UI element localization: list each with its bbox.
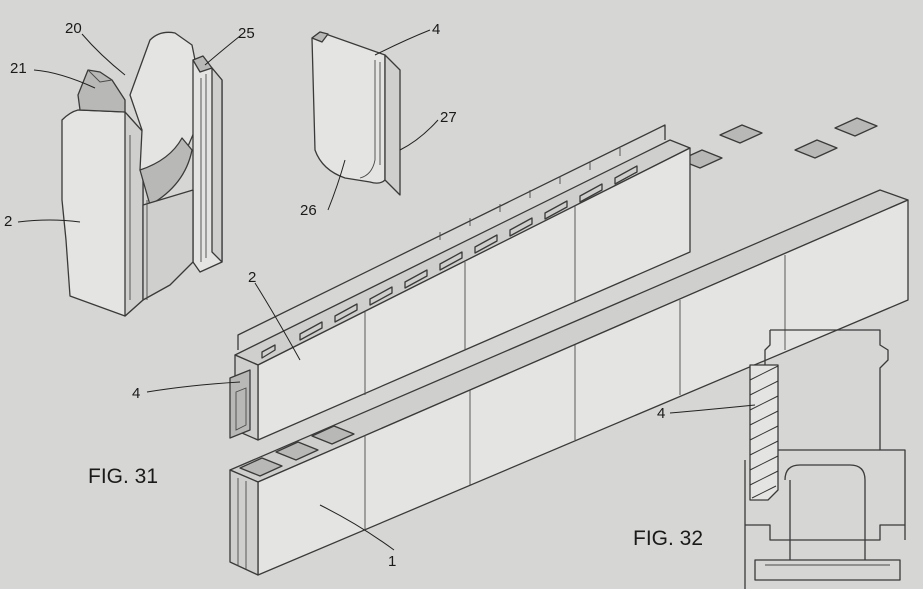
- label-20: 20: [65, 20, 82, 37]
- label-25: 25: [238, 25, 255, 42]
- leader-lines: [17, 29, 756, 551]
- end-section-detail: [61, 31, 223, 317]
- label-27: 27: [440, 109, 457, 126]
- panel-detail: [311, 31, 401, 196]
- figure-32-caption: FIG. 32: [633, 527, 703, 550]
- label-1: 1: [388, 553, 396, 570]
- label-4-section: 4: [657, 405, 665, 422]
- lower-course-block: [229, 117, 909, 576]
- label-2-detail: 2: [4, 213, 12, 230]
- reference-labels: 20 25 21 2 4 27 26 2 4 1 4: [4, 20, 665, 570]
- tongue-ridges: [261, 165, 638, 359]
- section-view: [744, 329, 906, 589]
- figure-31-caption: FIG. 31: [88, 465, 158, 488]
- label-21: 21: [10, 60, 27, 77]
- upper-course-block: [229, 124, 691, 441]
- figure-captions: FIG. 31 FIG. 32: [88, 465, 703, 550]
- label-26: 26: [300, 202, 317, 219]
- label-4-panel: 4: [432, 21, 440, 38]
- label-2-assembly: 2: [248, 269, 256, 286]
- label-4-assembly: 4: [132, 385, 140, 402]
- panel-hatch: [749, 365, 779, 499]
